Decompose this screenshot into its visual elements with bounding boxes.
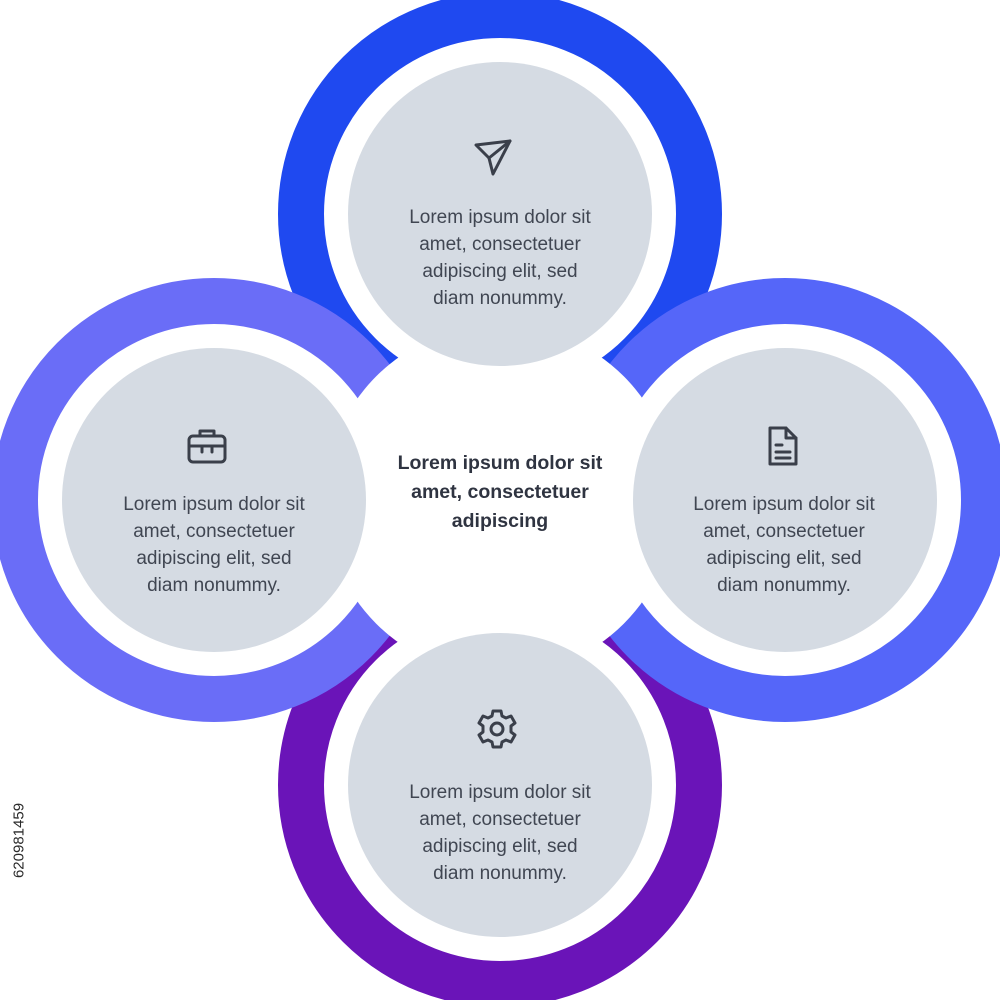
text-line: amet, consectetuer — [419, 809, 581, 830]
text-line: diam nonummy. — [433, 288, 567, 309]
disc-left — [62, 348, 366, 652]
disc-right — [633, 348, 937, 652]
text-line: amet, consectetuer — [419, 234, 581, 255]
disc-bottom — [348, 633, 652, 937]
document-icon — [768, 426, 798, 466]
text-line: adipiscing elit, sed — [136, 548, 292, 569]
text-line: diam nonummy. — [717, 575, 851, 596]
text-line: Lorem ipsum dolor sit — [693, 494, 875, 515]
text-line: diam nonummy. — [433, 863, 567, 884]
text-line: amet, consectetuer — [133, 521, 295, 542]
text-line: amet, consectetuer — [703, 521, 865, 542]
side-id-text: 620981459 — [10, 802, 28, 879]
step-text-top: Lorem ipsum dolor sit amet, consectetuer… — [380, 204, 620, 312]
center-title: Lorem ipsum dolor sit amet, consectetuer… — [397, 452, 603, 532]
disc-top — [348, 62, 652, 366]
text-line: Lorem ipsum dolor sit — [409, 207, 591, 228]
gear-icon — [477, 709, 517, 749]
step-text-bottom: Lorem ipsum dolor sit amet, consectetuer… — [380, 779, 620, 887]
center-cutout — [325, 325, 675, 675]
text-line: Lorem ipsum dolor sit — [409, 782, 591, 803]
text-line: Lorem ipsum dolor sit — [123, 494, 305, 515]
text-line: adipiscing elit, sed — [422, 261, 578, 282]
text-line: adipiscing elit, sed — [706, 548, 862, 569]
text-line: adipiscing elit, sed — [422, 836, 578, 857]
step-text-right: Lorem ipsum dolor sit amet, consectetuer… — [664, 491, 904, 599]
briefcase-icon — [187, 429, 227, 464]
step-text-left: Lorem ipsum dolor sit amet, consectetuer… — [94, 491, 334, 599]
send-icon — [474, 139, 512, 176]
text-line: diam nonummy. — [147, 575, 281, 596]
